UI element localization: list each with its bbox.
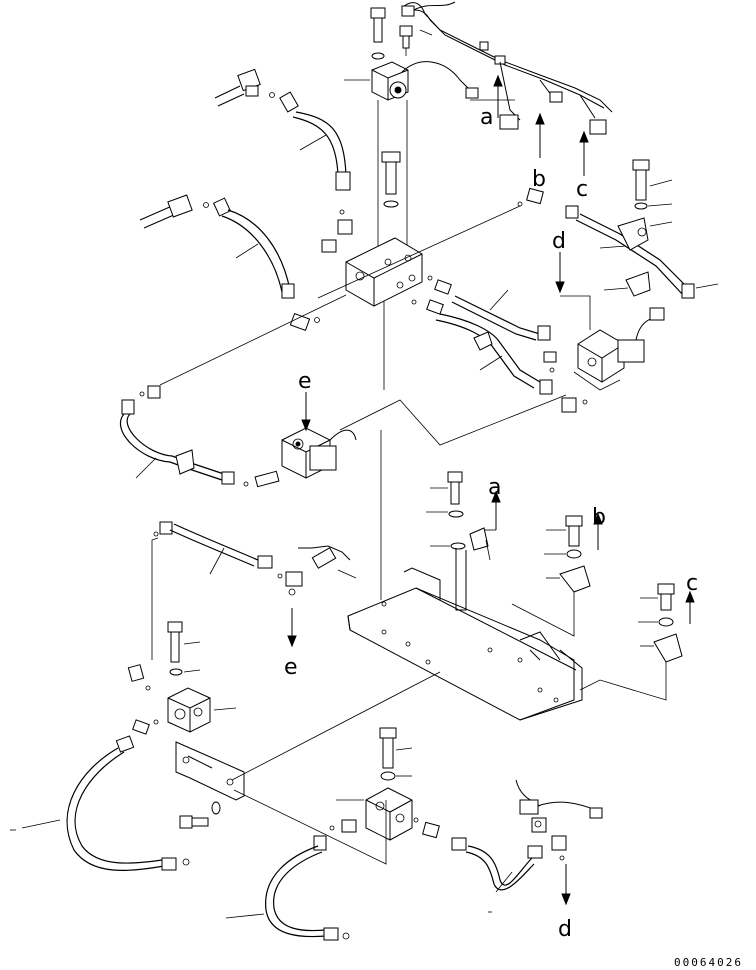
bolt-lower-centre: [379, 727, 413, 781]
label-c-bracket: c: [686, 571, 698, 596]
manifold-bolt: [381, 151, 401, 208]
label-a-top: a: [480, 105, 493, 130]
hose-8: [10, 735, 190, 872]
arrow-a-top: a: [480, 74, 503, 130]
elbow-fitting-small: [337, 219, 353, 235]
arrow-a-bracket: a: [484, 475, 501, 531]
fittings-right-upper: [517, 187, 579, 219]
label-d-bottom: d: [558, 917, 572, 942]
solenoid-valve-e: [281, 427, 357, 479]
solenoid-valve-top: [371, 61, 479, 101]
check-valve: [243, 470, 280, 488]
hose-7: [153, 521, 273, 575]
bolt-c: [579, 583, 683, 701]
elbow-fitting-left: [139, 194, 209, 229]
label-b-bracket: b: [592, 505, 606, 530]
sensor: [399, 25, 413, 56]
label-c-top: c: [576, 177, 588, 202]
elbow-fitting-lower-right: [551, 835, 567, 851]
fitting-left-lower: [289, 312, 311, 332]
hose-3: [451, 289, 551, 341]
arrow-e-top: e: [298, 369, 312, 432]
arrow-e-bottom: e: [284, 608, 298, 680]
fitting-lower-left: [132, 719, 150, 735]
bolt-b: [511, 515, 591, 637]
bolt-lower-left: [167, 621, 201, 676]
bolt-right-upper: [632, 159, 650, 210]
fitting-b: [539, 379, 553, 395]
sensor-lower-right: [515, 779, 603, 833]
pressure-switch: [277, 545, 357, 596]
hose-6: [119, 385, 235, 485]
hose-1: [279, 91, 351, 191]
label-a-bracket: a: [488, 475, 501, 500]
fitting-a: [543, 351, 557, 363]
elbow-fitting-upper: [214, 68, 275, 107]
bolt-lower-left-2: [179, 801, 221, 829]
bolt-a: [426, 471, 491, 611]
solenoid-valve-right: [577, 307, 665, 383]
label-e-bottom: e: [284, 655, 298, 680]
hose-9: [225, 835, 350, 941]
hose-4: [435, 313, 541, 389]
arrow-b-bracket: b: [592, 505, 606, 550]
elbow-fitting-c: [561, 397, 577, 413]
valve-block-lower-centre: [336, 787, 413, 841]
hose-10: [451, 837, 543, 913]
elbow-fitting-lower: [127, 664, 145, 682]
fittings-right: [411, 275, 452, 315]
manifold-block: [345, 237, 423, 307]
label-b-top: b: [532, 167, 546, 192]
arrow-b-top: b: [532, 112, 546, 192]
mounting-plate: [347, 567, 583, 721]
fitting-lower-centre: [341, 819, 357, 833]
fitting-small: [321, 239, 337, 253]
arrow-d-top: d: [552, 229, 566, 294]
top-bolt: [370, 7, 386, 60]
hose-5: [575, 213, 719, 299]
arrow-c-bracket: c: [685, 571, 698, 624]
valve-block-lower-left: [167, 687, 237, 733]
wiring-harness: [401, 1, 613, 135]
bracket-lower-left: [175, 741, 245, 801]
label-e-top: e: [298, 369, 312, 394]
drawing-number: 00064026: [674, 956, 743, 969]
hose-2: [212, 197, 295, 299]
arrow-d-bottom: d: [558, 864, 572, 942]
fitting-lower-centre-2: [422, 821, 440, 839]
label-d-top: d: [552, 229, 566, 254]
arrow-c-top: c: [576, 130, 589, 202]
